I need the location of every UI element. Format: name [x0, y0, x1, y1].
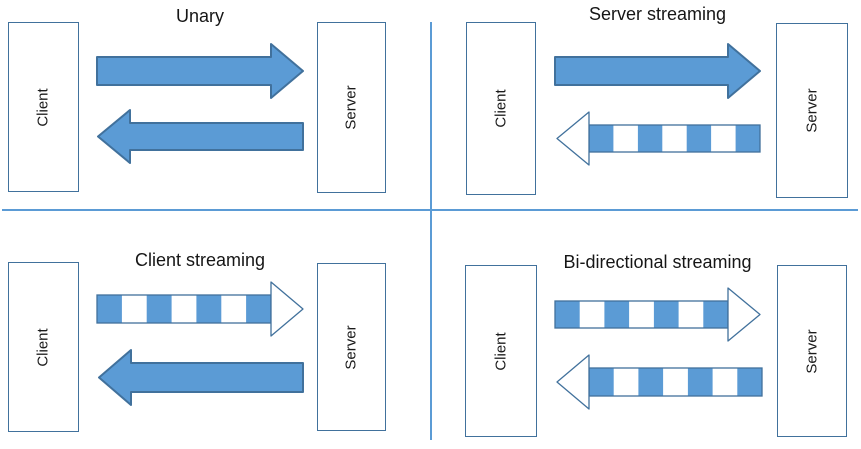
quadrant-divider-horizontal — [2, 209, 858, 211]
quadrant-unary: Unary Client Server — [0, 0, 431, 210]
arrow-client-to-server — [95, 42, 305, 100]
client-box: Client — [466, 22, 536, 195]
server-box: Server — [776, 23, 848, 198]
arrow-client-to-server — [553, 42, 762, 100]
client-label: Client — [34, 327, 52, 367]
arrow-client-to-server-stream — [95, 280, 305, 338]
client-box: Client — [8, 22, 79, 192]
arrow-server-to-client-stream — [555, 110, 762, 167]
server-label: Server — [803, 88, 821, 133]
server-label: Server — [343, 324, 360, 370]
quadrant-server-streaming: Server streaming Client Server — [431, 0, 861, 210]
arrow-server-to-client-stream — [555, 353, 764, 411]
arrow-server-to-client — [97, 348, 305, 407]
quadrant-client-streaming: Client streaming Client Server — [0, 210, 431, 449]
server-box: Server — [317, 22, 386, 193]
quadrant-title: Client streaming — [134, 250, 266, 270]
server-label: Server — [803, 328, 821, 374]
server-label: Server — [343, 85, 360, 130]
arrow-server-to-client — [96, 108, 305, 165]
quadrant-bidirectional-streaming: Bi-directional streaming Client Server — [431, 210, 861, 449]
arrow-client-to-server-stream — [553, 286, 762, 343]
server-box: Server — [777, 265, 847, 437]
client-label: Client — [492, 331, 510, 371]
client-label: Client — [34, 87, 52, 127]
quadrant-title: Server streaming — [588, 4, 727, 24]
server-box: Server — [317, 263, 386, 431]
quadrant-title: Unary — [175, 6, 224, 26]
client-box: Client — [465, 265, 537, 437]
client-label: Client — [492, 89, 510, 128]
quadrant-title: Bi-directional streaming — [563, 252, 752, 272]
quadrant-divider-vertical — [430, 22, 432, 440]
client-box: Client — [8, 262, 79, 432]
